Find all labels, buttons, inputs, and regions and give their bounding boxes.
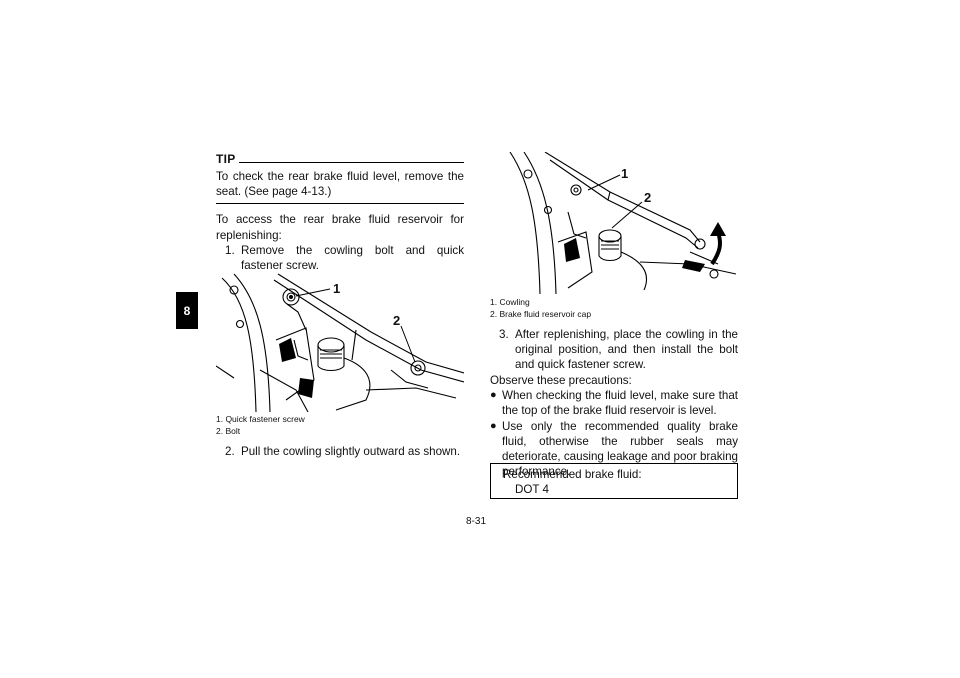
tip-rule-top — [238, 162, 464, 163]
precautions-heading: Observe these precautions: — [490, 374, 632, 387]
step-2: 2. Pull the cowling slightly outward as … — [225, 444, 470, 459]
step-3-number: 3. — [499, 328, 509, 341]
step-2-number: 2. — [225, 445, 235, 458]
figure-1-callout-1: 1 — [333, 281, 341, 296]
step-1-text: Remove the cowling bolt and quick fasten… — [241, 243, 464, 273]
precaution-item: ● When checking the fluid level, make su… — [490, 388, 738, 418]
recommended-fluid-label: Recommended brake fluid: — [503, 468, 642, 481]
figure-2-callout-1: 1 — [621, 166, 629, 181]
tip-label: TIP — [216, 152, 236, 166]
tip-rule-bottom — [216, 203, 464, 205]
figure-2-caption-2: 2. Brake fluid reservoir cap — [490, 308, 592, 319]
figure-2-callout-2: 2 — [644, 190, 652, 205]
section-tab: 8 — [176, 292, 198, 329]
bullet-icon: ● — [490, 389, 497, 402]
precaution-item: ● Use only the recommended quality brake… — [490, 419, 738, 480]
figure-1-caption-1: 1. Quick fastener screw — [216, 414, 305, 424]
section-tab-label: 8 — [183, 303, 191, 318]
precautions: Observe these precautions: ● When checki… — [490, 373, 738, 479]
figure-1-callout-2: 2 — [393, 313, 401, 328]
page-number: 8-31 — [466, 516, 487, 527]
step-3: 3. After replenishing, place the cowling… — [499, 327, 738, 373]
tip-block: TIP To check the rear brake fluid level,… — [216, 152, 464, 205]
recommended-fluid-box: Recommended brake fluid: DOT 4 — [490, 463, 738, 499]
precaution-text: When checking the fluid level, make sure… — [502, 389, 738, 418]
figure-cowling: 1 2 — [490, 151, 738, 295]
left-column: TIP To check the rear brake fluid level,… — [216, 152, 464, 273]
intro-text: To access the rear brake fluid reservoir… — [216, 213, 464, 242]
figure-2-illustration — [490, 151, 738, 295]
figure-2-captions: 1. Cowling 2. Brake fluid reservoir cap — [490, 297, 591, 320]
bullet-icon: ● — [490, 419, 497, 432]
step-3-text: After replenishing, place the cowling in… — [515, 328, 738, 372]
step-1-number: 1. — [225, 243, 235, 257]
figure-1-caption-2: 2. Bolt — [216, 425, 241, 436]
figure-2-caption-1: 1. Cowling — [490, 297, 530, 307]
precaution-text: Use only the recommended quality brake f… — [502, 419, 738, 479]
figure-1-illustration — [215, 270, 465, 413]
recommended-fluid-value: DOT 4 — [515, 483, 549, 497]
figure-1-captions: 1. Quick fastener screw 2. Bolt — [216, 414, 305, 437]
step-2-text: Pull the cowling slightly outward as sho… — [241, 445, 461, 458]
tip-text: To check the rear brake fluid level, rem… — [216, 170, 464, 199]
step-1: 1. Remove the cowling bolt and quick fas… — [225, 243, 464, 273]
figure-quick-fastener: 1 2 — [215, 270, 465, 413]
